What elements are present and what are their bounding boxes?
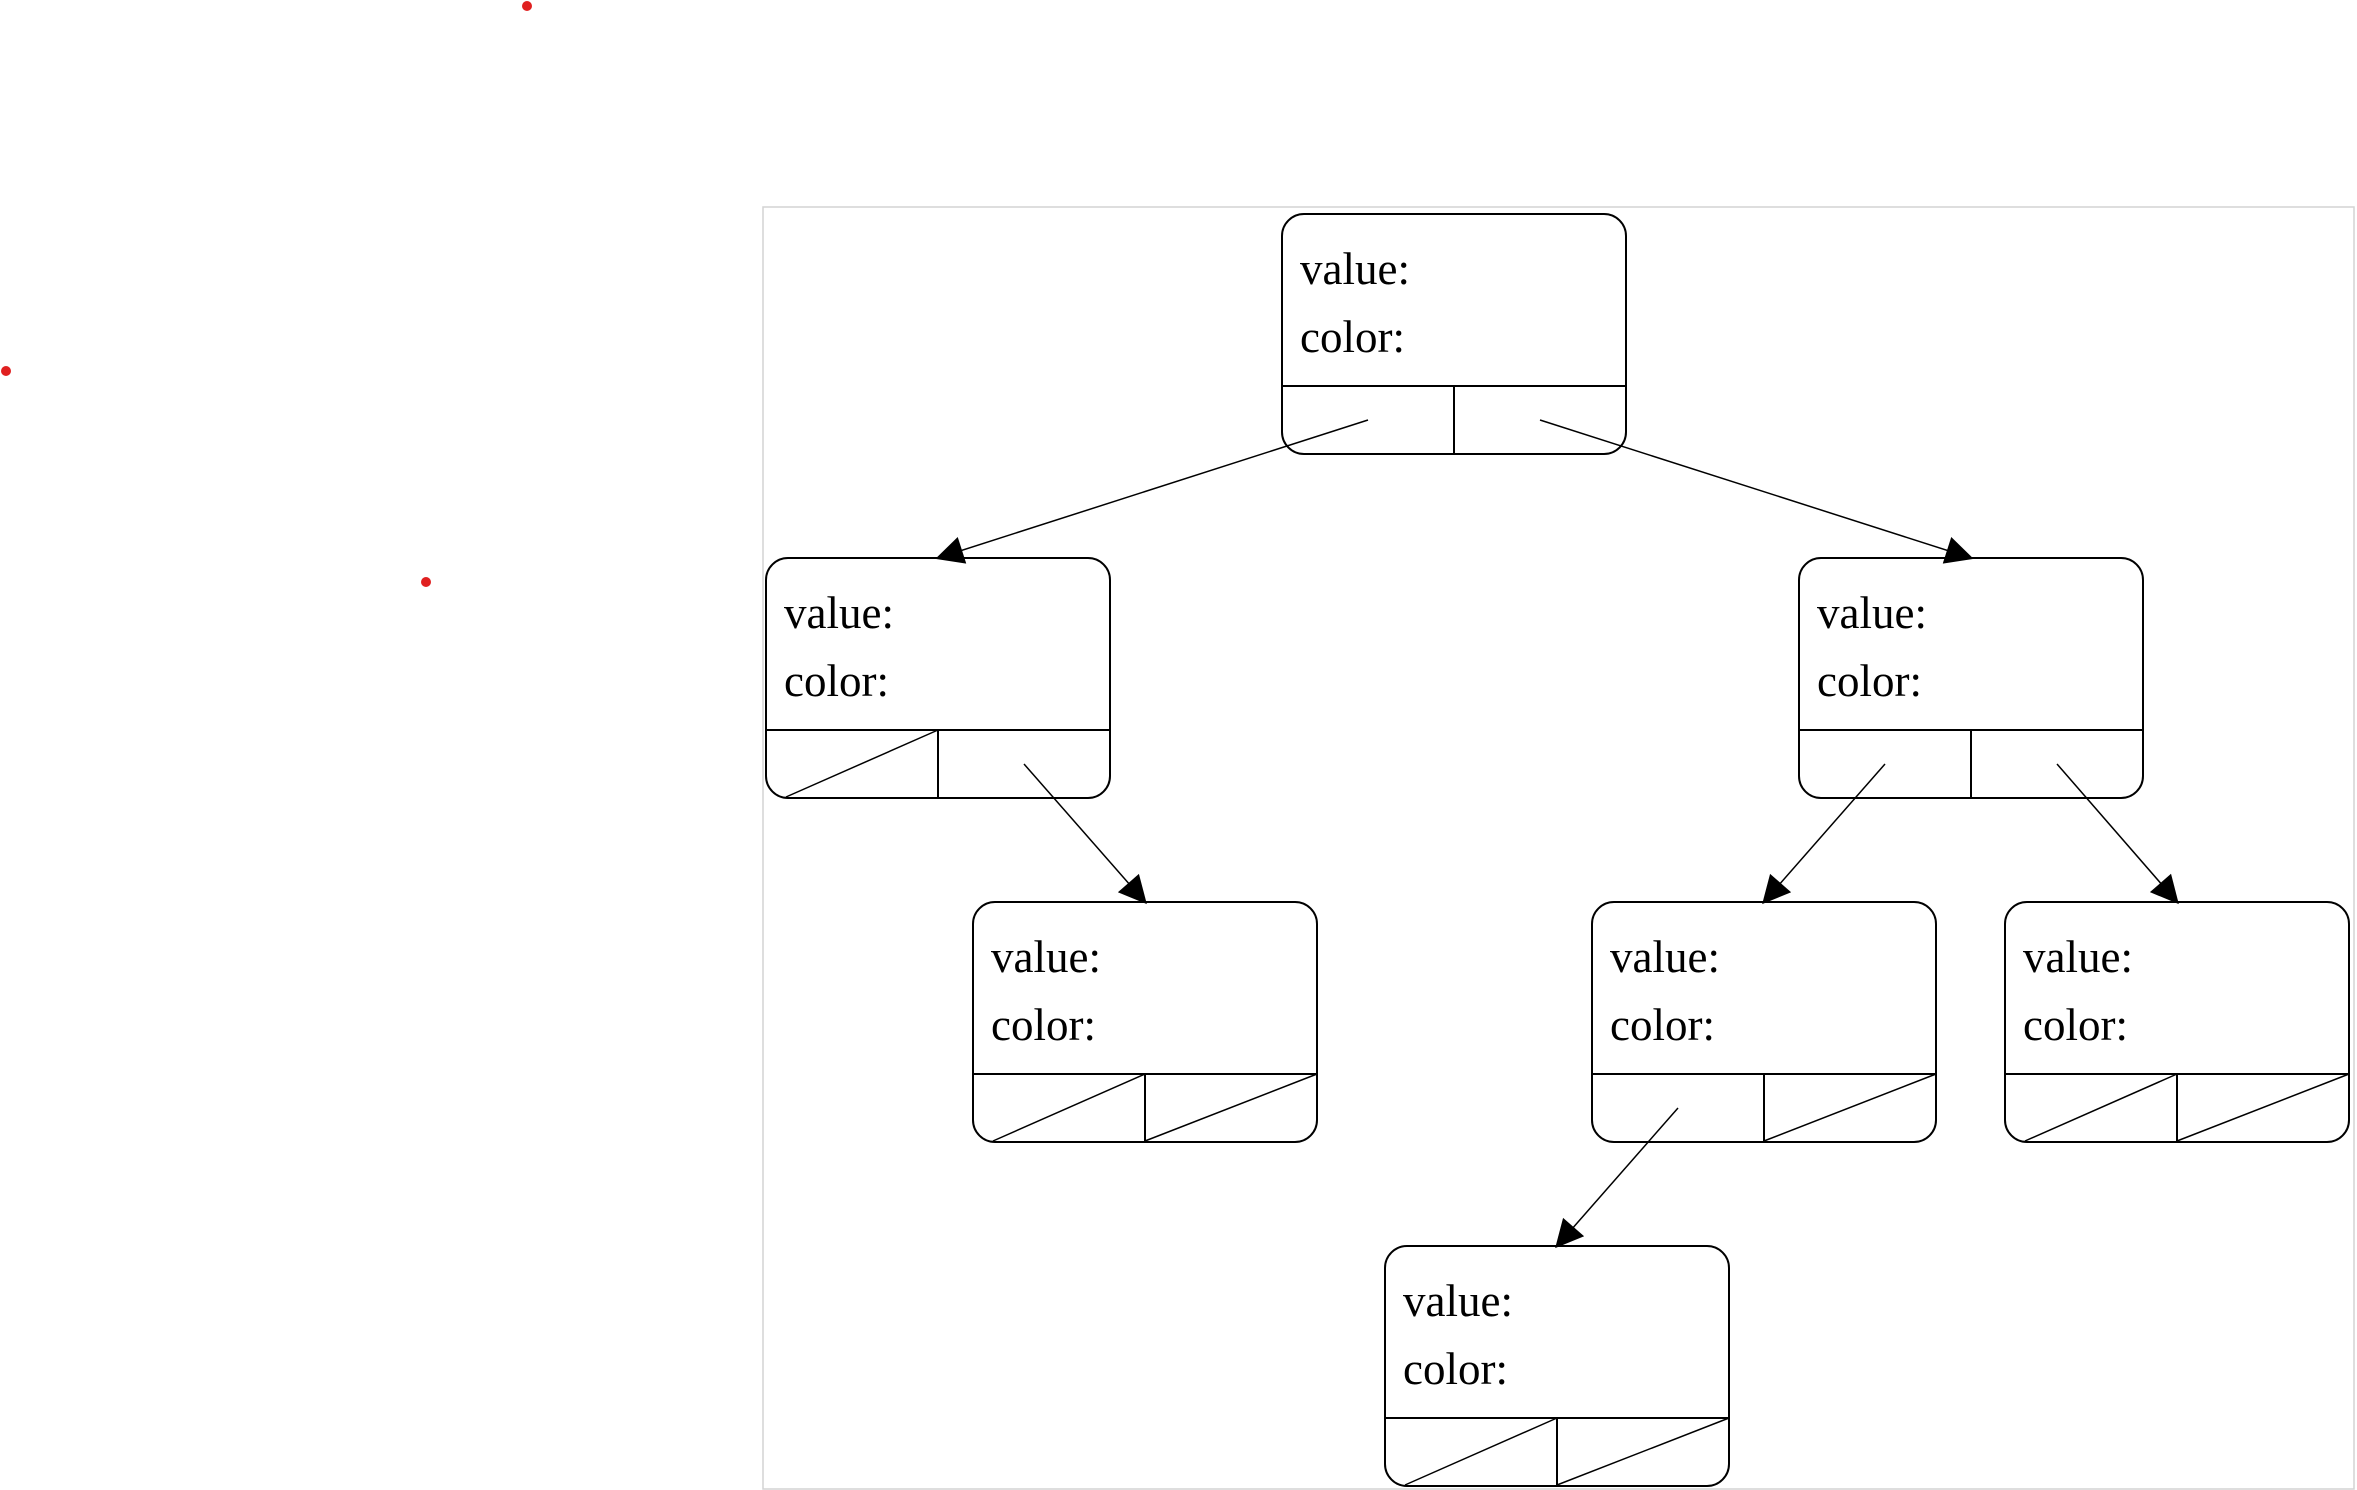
null-right-pointer [2176,1073,2350,1142]
edge-left-child [1762,763,1886,905]
tree-node: value: color: [2004,901,2350,1143]
edge-right-child [1023,763,1147,905]
color-label: color: [1300,312,1405,362]
value-label: value: [1817,588,1927,638]
tree-node: value: color: [1384,1245,1730,1487]
marker-dot-left [1,366,11,376]
nodes-layer: value:color:value:color:value:color:valu… [765,213,2350,1487]
value-label: value: [1403,1276,1513,1326]
tree-node: value: color: [765,557,1111,799]
value-label: value: [784,588,894,638]
edge-left-child [1555,1107,1679,1249]
value-label: value: [991,932,1101,982]
value-label: value: [1610,932,1720,982]
value-label: value: [2023,932,2133,982]
value-label: value: [1300,244,1410,294]
edge-right-child [1539,419,1974,564]
edges-layer [935,419,2179,1249]
edge-right-child [2056,763,2179,905]
marker-dot-top [522,1,532,11]
null-right-pointer [1763,1073,1937,1142]
null-left-pointer [1404,1417,1558,1486]
color-label: color: [784,656,889,706]
tree-node: value: color: [1281,213,1627,455]
color-label: color: [1610,1000,1715,1050]
tree-node: value: color: [972,901,1318,1143]
null-left-pointer [785,729,939,798]
color-label: color: [2023,1000,2128,1050]
tree-node: value: color: [1798,557,2144,799]
null-left-pointer [992,1073,1146,1142]
null-right-pointer [1144,1073,1318,1142]
marker-dot-middle [421,577,431,587]
color-label: color: [1817,656,1922,706]
color-label: color: [1403,1344,1508,1394]
null-right-pointer [1556,1417,1730,1486]
edge-left-child [935,419,1369,564]
tree-node: value: color: [1591,901,1937,1143]
color-label: color: [991,1000,1096,1050]
diagram-frame [762,206,2355,1490]
null-left-pointer [2024,1073,2178,1142]
